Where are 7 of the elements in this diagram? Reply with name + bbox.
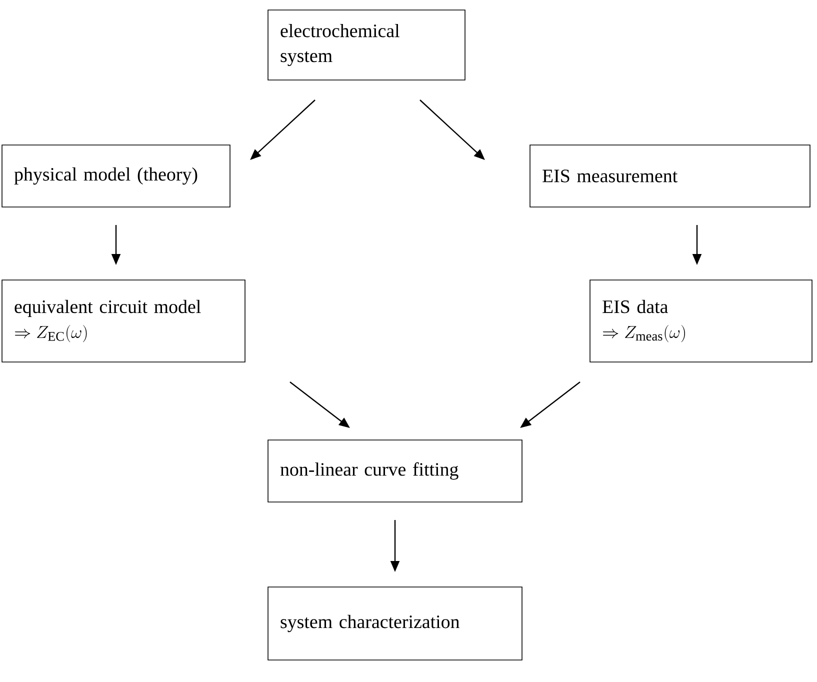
process-box: physical model (theory): [2, 144, 230, 208]
process-box: non-linear curve fitting: [268, 440, 522, 502]
process-box: equivalent circuit model $\Rightarrow Z_{\mathrm{EC}}(\omega)$: [2, 280, 246, 362]
process-box: system characterization: [268, 586, 522, 660]
process-box: EIS data $\Rightarrow Z_{\mathrm{meas}}(\omega)$: [590, 280, 812, 362]
process-box: electrochemical system: [268, 10, 466, 80]
process-box: EIS measurement: [530, 144, 810, 208]
